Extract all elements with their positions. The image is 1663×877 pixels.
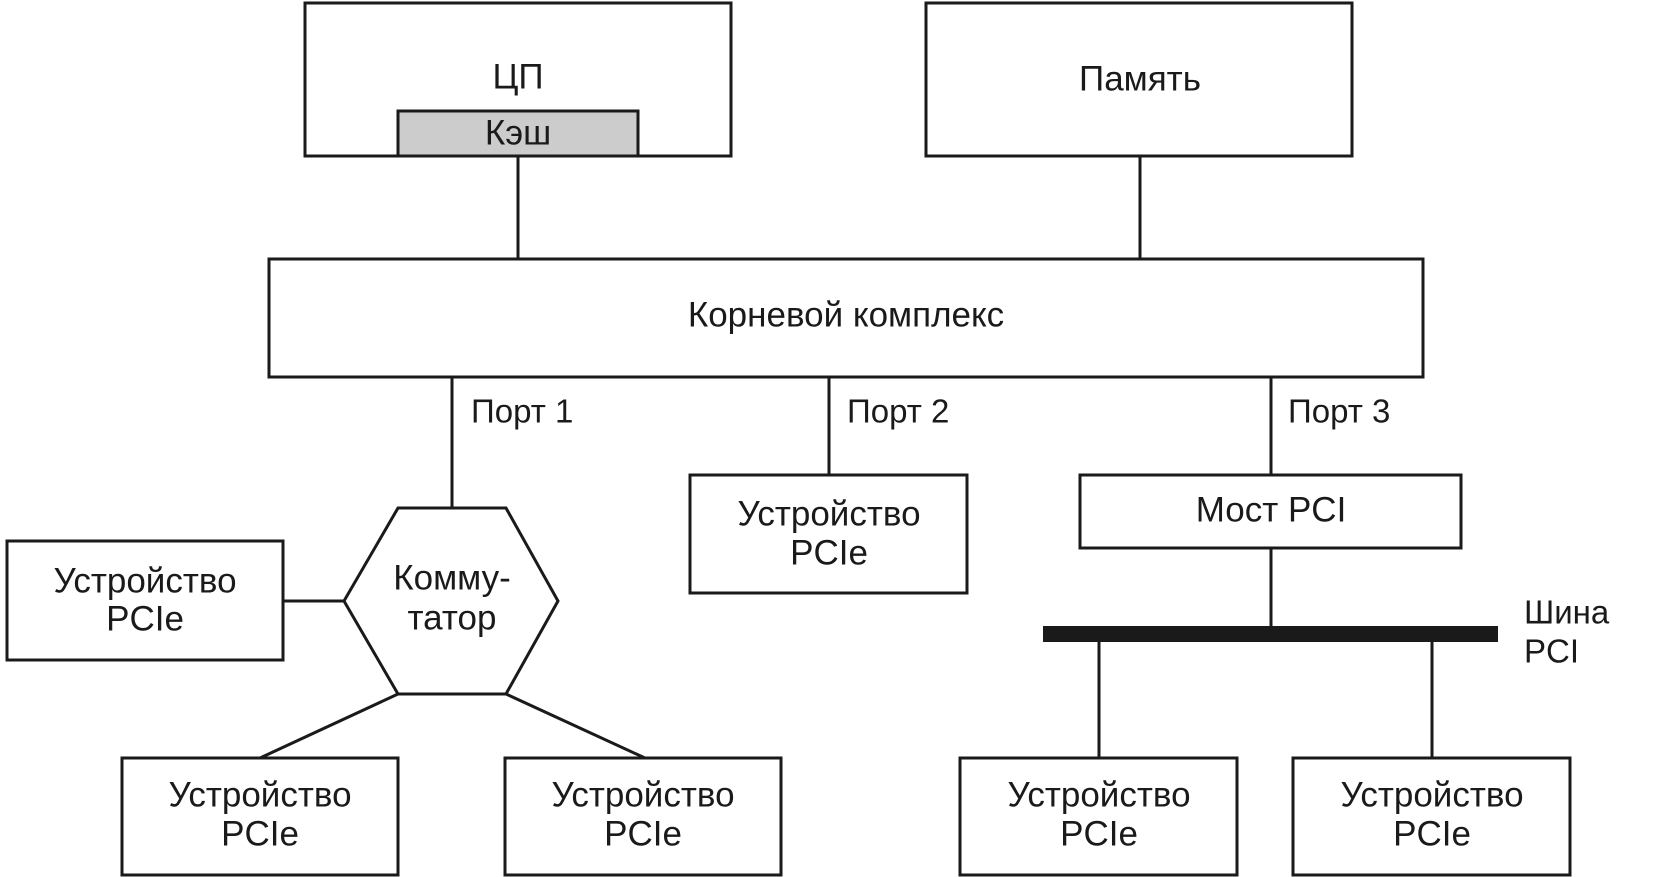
pcie-device-port2-box	[688, 473, 969, 595]
pcie-device-port2-line2: PCIe	[790, 533, 868, 572]
pci-bridge-box	[1078, 473, 1463, 550]
pcie-device-bottom-4-line1: Устройство	[1340, 775, 1523, 814]
pcie-device-bottom-2-box	[503, 756, 783, 877]
pcie-device-bottom-4: Устройство PCIe	[1291, 756, 1572, 877]
memory-box	[924, 1, 1354, 158]
memory-block: Память	[924, 1, 1354, 158]
cache-box	[396, 109, 640, 158]
pci-bus-label-line2: PCI	[1524, 633, 1579, 670]
pcie-device-bottom-3-box	[958, 756, 1239, 877]
pci-bus-label-line1: Шина	[1524, 594, 1610, 631]
switch-to-bottom-left-device-wire	[259, 692, 399, 760]
pcie-device-bottom-2: Устройство PCIe	[503, 756, 783, 877]
port3-label: Порт 3	[1288, 393, 1390, 430]
pcie-device-bottom-1-line1: Устройство	[168, 775, 351, 814]
pcie-device-left-line2: PCIe	[106, 599, 184, 638]
pcie-device-left: Устройство PCIe	[5, 539, 285, 662]
switch-hexagon	[342, 506, 560, 696]
pci-bus-block: Шина PCI	[1043, 594, 1610, 670]
pcie-device-port2: Устройство PCIe	[688, 473, 969, 595]
pcie-device-bottom-1-box	[120, 756, 400, 877]
pcie-device-left-line1: Устройство	[53, 561, 236, 600]
cpu-label: ЦП	[492, 57, 543, 96]
port2-label: Порт 2	[847, 393, 949, 430]
pcie-device-port2-line1: Устройство	[737, 494, 920, 533]
root-complex-block: Корневой комплекс	[267, 257, 1425, 379]
pci-bus-bar	[1043, 626, 1498, 642]
pci-bridge-block: Мост PCI	[1078, 473, 1463, 550]
pcie-device-bottom-3: Устройство PCIe	[958, 756, 1239, 877]
switch-to-bottom-right-device-wire	[505, 692, 646, 760]
pci-bridge-label: Мост PCI	[1196, 490, 1347, 529]
pcie-device-bottom-2-line2: PCIe	[604, 814, 682, 853]
cache-label: Кэш	[485, 113, 551, 152]
pcie-device-bottom-2-line1: Устройство	[551, 775, 734, 814]
pcie-device-bottom-4-box	[1291, 756, 1572, 877]
switch-label-line2: татор	[408, 598, 497, 637]
memory-label: Память	[1079, 59, 1201, 98]
root-complex-box	[267, 257, 1425, 379]
root-complex-label: Корневой комплекс	[688, 295, 1004, 334]
switch-label-line1: Комму-	[393, 558, 511, 597]
pcie-device-left-box	[5, 539, 285, 662]
port1-label: Порт 1	[471, 393, 573, 430]
switch-block: Комму- татор	[342, 506, 560, 696]
pcie-device-bottom-3-line2: PCIe	[1060, 814, 1138, 853]
pcie-device-bottom-3-line1: Устройство	[1007, 775, 1190, 814]
pcie-device-bottom-1-line2: PCIe	[221, 814, 299, 853]
connections	[259, 157, 1434, 760]
pcie-device-bottom-4-line2: PCIe	[1393, 814, 1471, 853]
pcie-device-bottom-1: Устройство PCIe	[120, 756, 400, 877]
cpu-block: ЦП Кэш	[303, 1, 733, 158]
